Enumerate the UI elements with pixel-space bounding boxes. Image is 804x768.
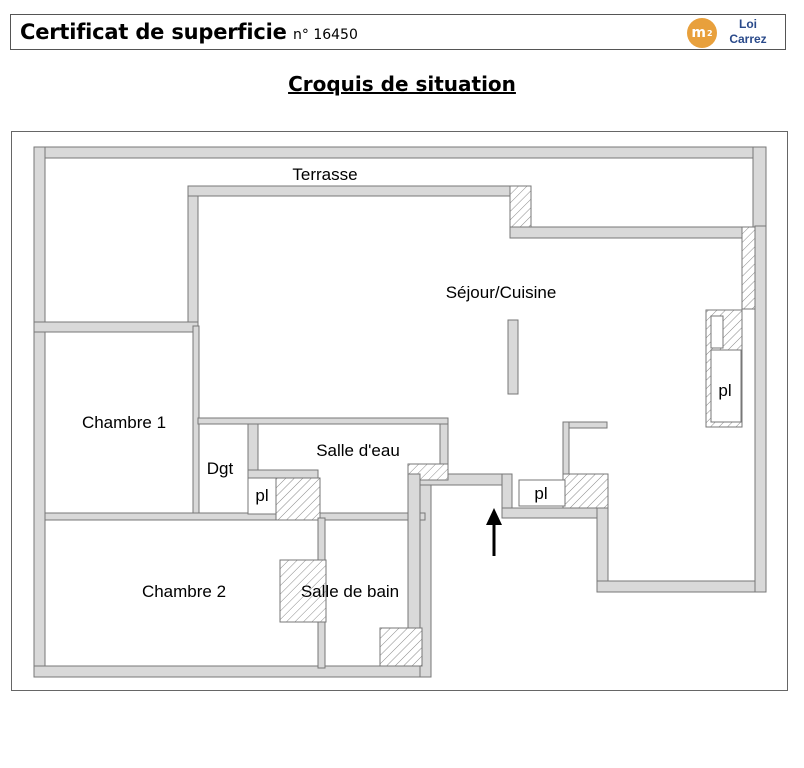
section-title: Croquis de situation [288,72,516,96]
logo-text: Loi Carrez [723,17,773,47]
certificate-number: n° 16450 [293,27,358,43]
logo-mark-sup: 2 [707,28,713,38]
closet-3 [710,349,742,423]
room-label-chambre-1: Chambre 1 [82,413,166,432]
room-label-chambre-2: Chambre 2 [142,582,226,601]
closet-label-1: pl [255,486,268,505]
room-label-salle-eau: Salle d'eau [316,441,400,460]
interior-walls [44,309,743,669]
room-label-terrasse: Terrasse [292,165,357,184]
room-label-salle-bain: Salle de bain [301,582,399,601]
outer-walls [33,146,767,678]
room-label-dgt: Dgt [207,459,234,478]
logo-line-2: Carrez [729,32,767,46]
certificate-title: Certificat de superficie [20,20,287,44]
room-label-sejour-cuisine: Séjour/Cuisine [446,283,557,302]
terrace-wall [33,185,756,333]
arrow-up-icon [486,508,502,556]
logo-line-1: Loi [739,17,757,31]
floor-plan-frame [11,131,788,691]
logo-mark: m [691,25,706,41]
closet-label-3: pl [718,381,731,400]
closet-niche [710,315,724,349]
closet-label-2: pl [534,484,547,503]
closet-1 [247,477,277,515]
closet-2 [518,479,566,507]
closets [247,315,742,515]
